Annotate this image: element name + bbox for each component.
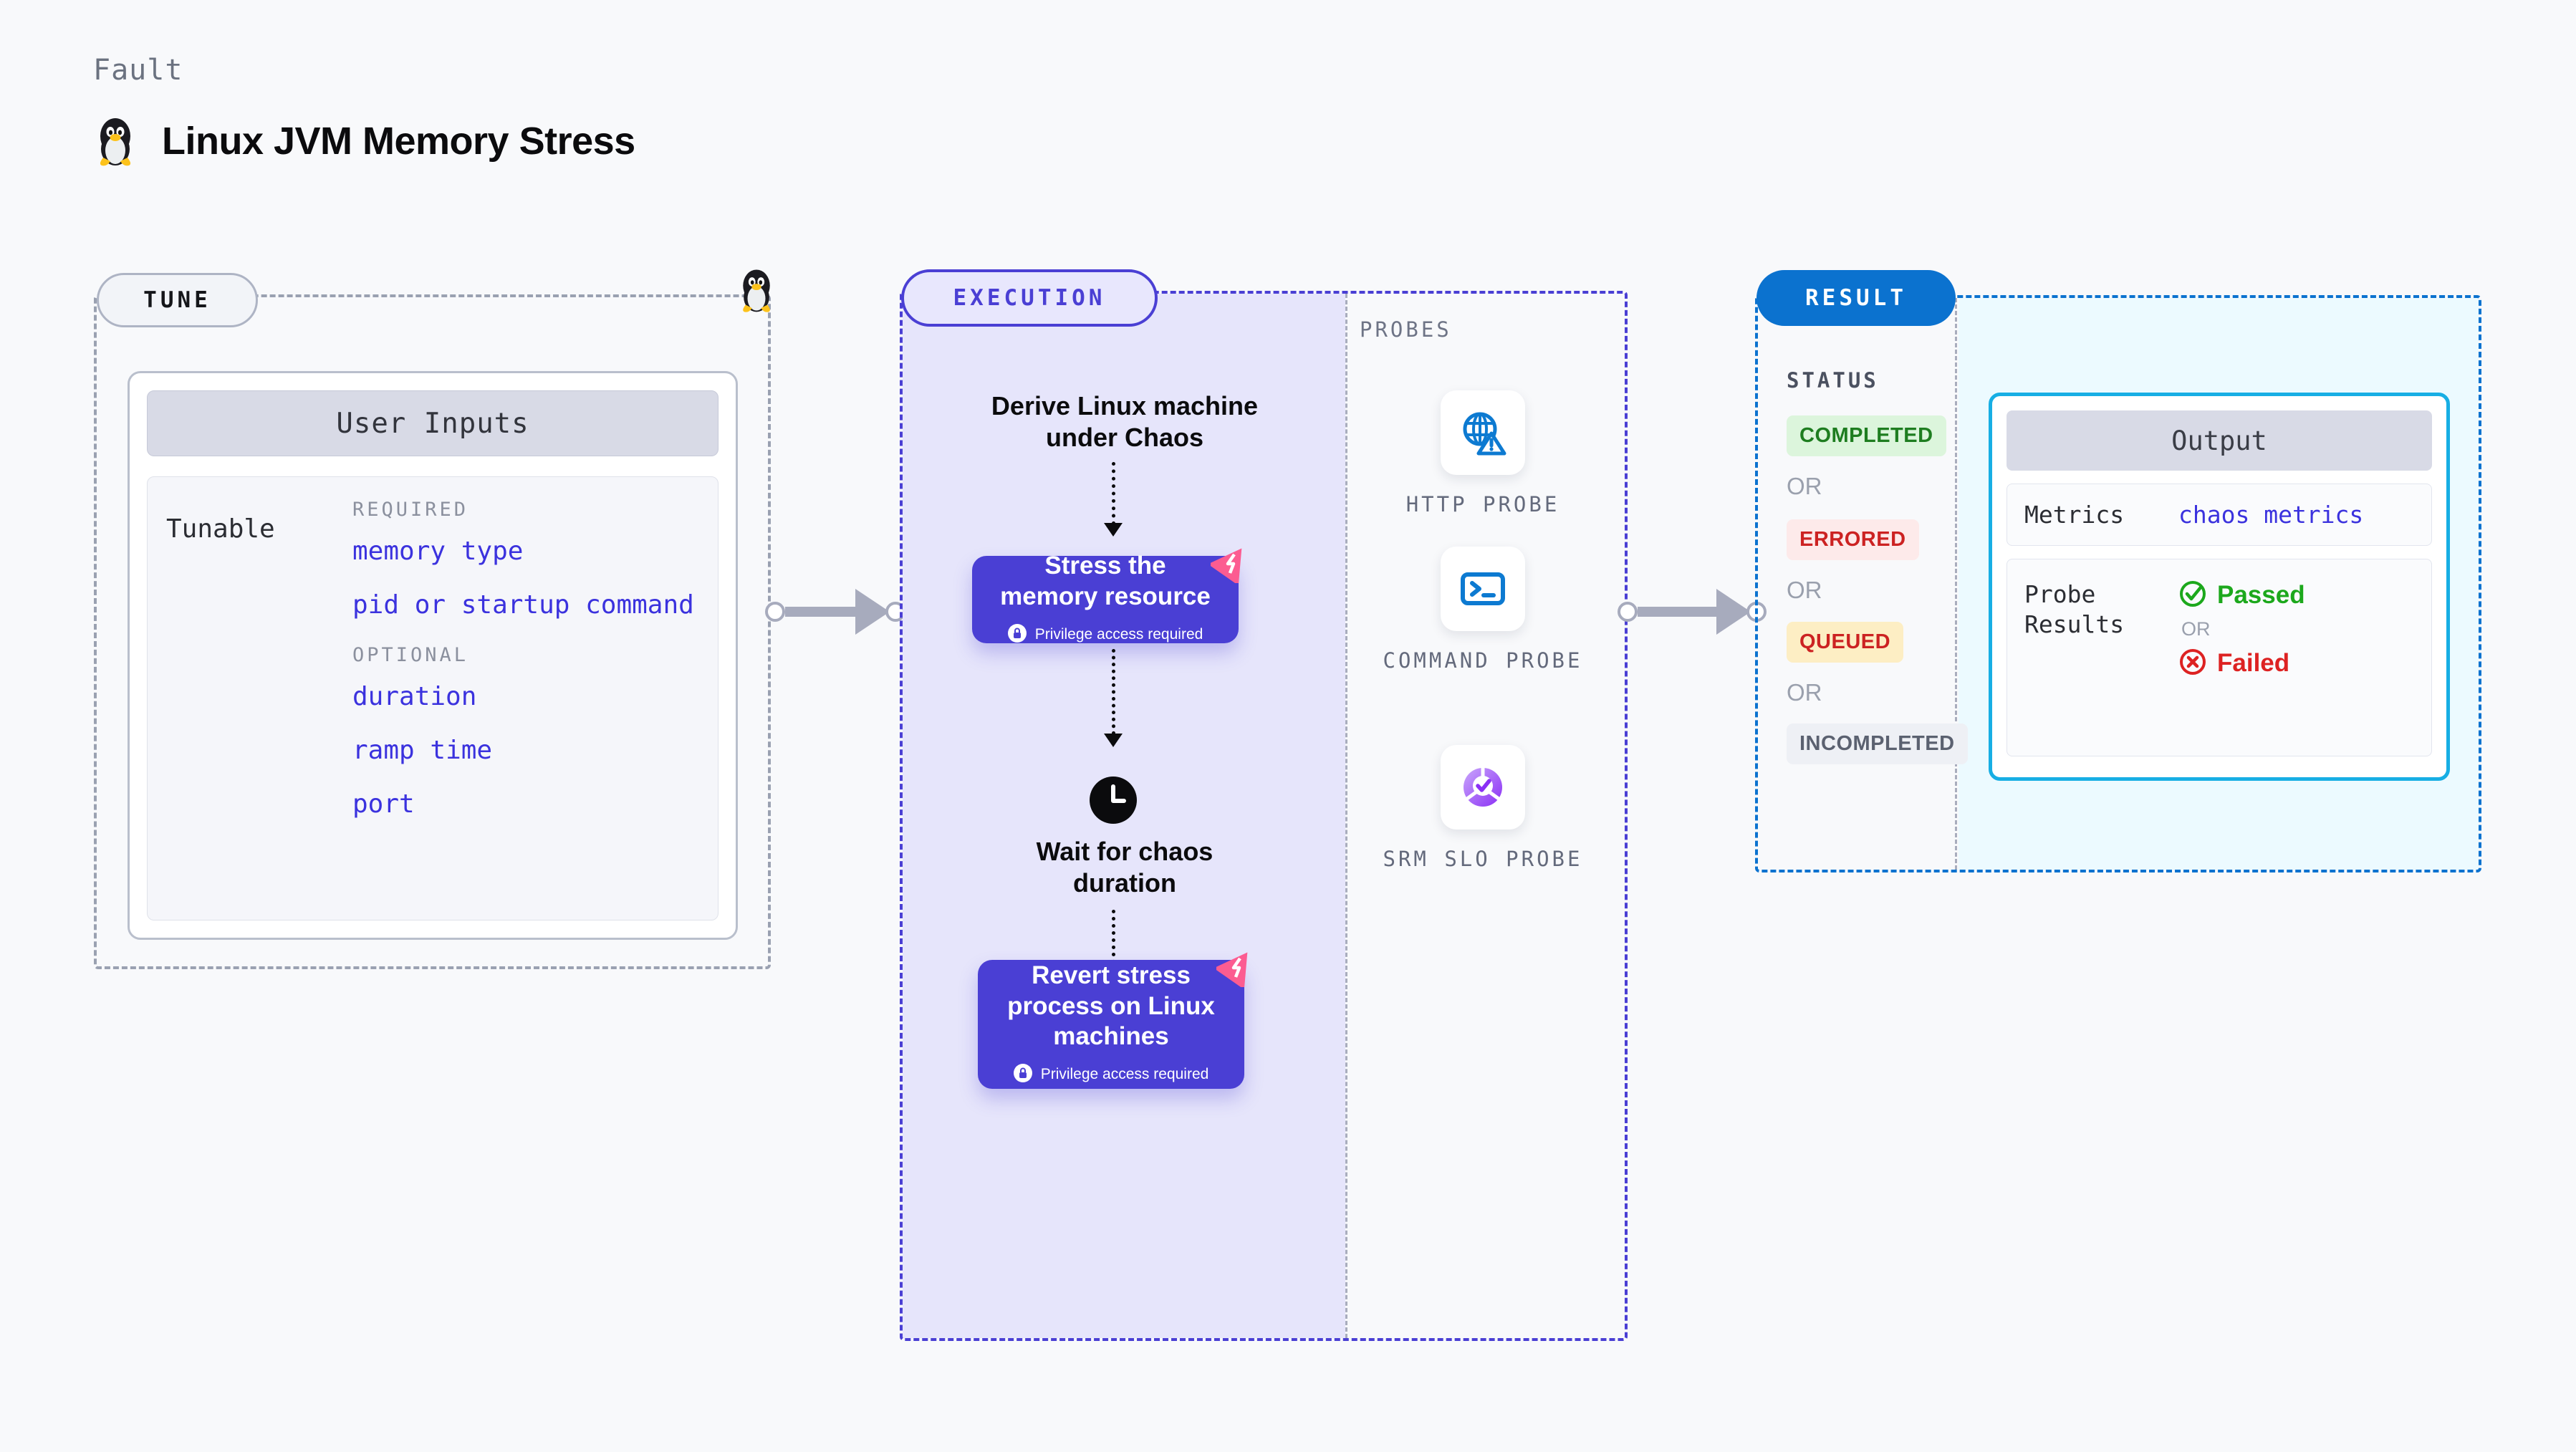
passed-label: Passed <box>2217 581 2305 610</box>
connector-line <box>1638 607 1718 617</box>
terminal-icon <box>1441 547 1525 631</box>
connector-dot-start <box>1618 602 1638 622</box>
status-badge-incompleted: INCOMPLETED <box>1787 723 1968 764</box>
tux-penguin-icon <box>93 115 138 168</box>
tune-region <box>94 294 771 969</box>
flow-arrow-head <box>1104 734 1123 747</box>
tunable-item[interactable]: pid or startup command <box>352 590 694 620</box>
status-badge-completed: COMPLETED <box>1787 415 1946 456</box>
fault-corner-badge-icon <box>1208 543 1252 586</box>
tux-penguin-corner-icon <box>736 266 777 317</box>
flow-arrow-line <box>1112 649 1115 735</box>
page-title-text: Linux JVM Memory Stress <box>162 120 635 163</box>
status-badge-queued: QUEUED <box>1787 622 1904 663</box>
probe-label: SRM SLO PROBE <box>1383 847 1583 871</box>
probes-title: PROBES <box>1360 317 1452 342</box>
tunable-label: Tunable <box>166 514 275 544</box>
privilege-text: Privilege access required <box>1040 1066 1209 1083</box>
execution-step-derive: Derive Linux machine under Chaos <box>991 391 1259 452</box>
output-title: Output <box>2007 410 2432 471</box>
page-title: Linux JVM Memory Stress <box>93 115 635 168</box>
result-pill[interactable]: RESULT <box>1756 270 1956 326</box>
metrics-key: Metrics <box>2024 501 2125 529</box>
slo-donut-check-icon <box>1441 745 1525 830</box>
status-or-label: OR <box>1787 679 1822 706</box>
optional-group-title: OPTIONAL <box>352 644 469 666</box>
connector-line <box>785 607 857 617</box>
execution-pill[interactable]: EXECUTION <box>901 269 1158 327</box>
status-or-label: OR <box>1787 473 1822 499</box>
tunable-list: REQUIRED memory type pid or startup comm… <box>352 499 699 898</box>
flow-arrow-line <box>1112 910 1115 971</box>
connector-arrowhead <box>1716 589 1751 635</box>
tunable-item[interactable]: duration <box>352 682 477 711</box>
lock-icon <box>1007 623 1027 645</box>
x-circle-icon <box>2178 648 2207 679</box>
connector-tune-to-execution <box>765 589 905 635</box>
failed-label: Failed <box>2217 649 2290 678</box>
tunable-body: Tunable REQUIRED memory type pid or star… <box>147 476 719 920</box>
probe-label: COMMAND PROBE <box>1383 648 1583 673</box>
status-badge-errored: ERRORED <box>1787 519 1919 560</box>
result-region <box>1755 295 2481 872</box>
privilege-row: Privilege access required <box>1007 623 1203 645</box>
user-inputs-title: User Inputs <box>147 390 719 456</box>
connector-execution-to-result <box>1618 589 1767 635</box>
probe-results-key: Probe Results <box>2024 580 2125 638</box>
required-group-title: REQUIRED <box>352 499 469 521</box>
status-title: STATUS <box>1787 368 1879 393</box>
check-circle-icon <box>2178 580 2207 611</box>
probe-result-or: OR <box>2181 618 2211 640</box>
probe-results-values: Passed OR Failed <box>2178 580 2305 679</box>
user-inputs-card: User Inputs Tunable REQUIRED memory type… <box>128 371 738 940</box>
probe-srm-slo[interactable]: SRM SLO PROBE <box>1375 745 1590 873</box>
probes-divider <box>1345 294 1347 1338</box>
tune-pill[interactable]: TUNE <box>97 273 258 327</box>
execution-card-title: Revert stress process on Linux machines <box>1007 961 1215 1051</box>
connector-dot-start <box>765 602 785 622</box>
fault-corner-badge-icon <box>1213 947 1258 990</box>
result-status-column <box>1758 298 1957 870</box>
probe-label: HTTP PROBE <box>1405 492 1560 516</box>
globe-warning-icon <box>1441 390 1525 475</box>
flow-arrow-head <box>1104 523 1123 537</box>
clock-icon <box>1088 775 1138 828</box>
privilege-row: Privilege access required <box>1013 1064 1209 1085</box>
metrics-value[interactable]: chaos metrics <box>2178 501 2364 529</box>
lock-icon <box>1013 1064 1032 1085</box>
flow-arrow-line <box>1112 462 1115 525</box>
output-card: Output Metrics chaos metrics Probe Resul… <box>1989 393 2450 781</box>
execution-card-title: Stress the memory resource <box>1000 552 1211 610</box>
output-metrics-row: Metrics chaos metrics <box>2007 484 2432 547</box>
probe-command[interactable]: COMMAND PROBE <box>1375 547 1590 675</box>
execution-card-stress[interactable]: Stress the memory resource Privilege acc… <box>972 552 1239 645</box>
status-or-label: OR <box>1787 577 1822 603</box>
tunable-item[interactable]: memory type <box>352 537 524 566</box>
tunable-item[interactable]: port <box>352 789 415 819</box>
execution-region <box>900 291 1628 1341</box>
execution-step-wait: Wait for chaos duration <box>1036 837 1213 898</box>
probe-http[interactable]: HTTP PROBE <box>1375 390 1590 519</box>
fault-eyebrow: Fault <box>93 54 183 87</box>
output-probe-results-row: Probe Results Passed OR <box>2007 559 2432 757</box>
tunable-item[interactable]: ramp time <box>352 736 493 765</box>
execution-card-revert[interactable]: Revert stress process on Linux machines … <box>978 960 1244 1089</box>
privilege-text: Privilege access required <box>1034 625 1203 643</box>
probe-result-failed: Failed <box>2178 648 2305 679</box>
probe-result-passed: Passed <box>2178 580 2305 611</box>
connector-arrowhead <box>855 589 890 635</box>
